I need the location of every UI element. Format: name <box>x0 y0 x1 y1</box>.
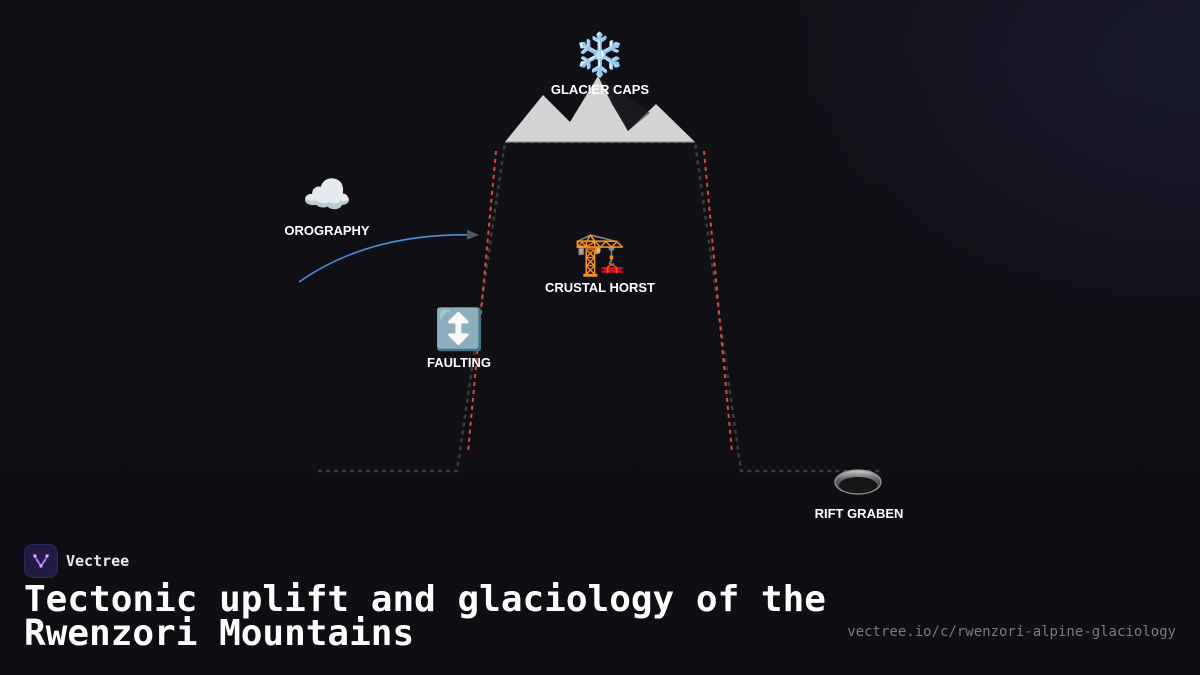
brand-name: Vectree <box>66 552 130 570</box>
node-label-rift-graben: RIFT GRABEN <box>815 506 904 521</box>
vectree-logo-icon <box>24 544 58 578</box>
terrain-profile-outline <box>318 140 880 473</box>
page-title: Tectonic uplift and glaciology of the Rw… <box>24 579 826 654</box>
node-label-orography: OROGRAPHY <box>284 223 370 238</box>
east-fault-line <box>703 150 733 453</box>
construction-crane-icon: 🏗️ <box>574 229 626 278</box>
cloud-icon: ☁️ <box>302 172 352 218</box>
orography-flow-arrow <box>298 229 479 283</box>
brand[interactable]: Vectree <box>24 544 129 578</box>
source-url[interactable]: vectree.io/c/rwenzori-alpine-glaciology <box>847 624 1176 640</box>
basin-icon <box>834 469 882 495</box>
west-fault-line <box>467 150 497 453</box>
up-down-arrow-icon: ↕️ <box>434 306 484 353</box>
mountain-peaks-icon <box>505 76 695 143</box>
node-label-faulting: FAULTING <box>427 355 491 370</box>
node-label-glacier-caps: GLACIER CAPS <box>551 82 650 97</box>
node-label-crustal-horst: CRUSTAL HORST <box>545 280 655 295</box>
snowflake-icon: ❄️ <box>574 30 626 79</box>
